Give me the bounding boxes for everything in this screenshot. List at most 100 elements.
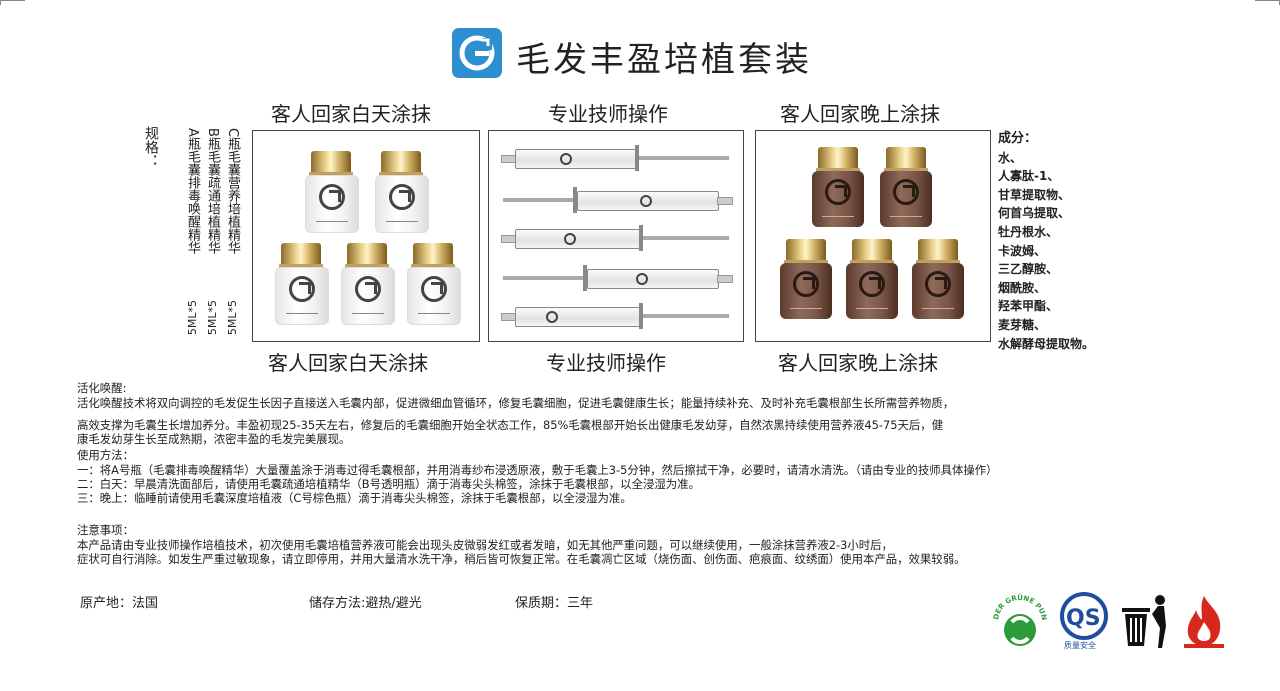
ingredient-item: 何首乌提取、	[998, 206, 1071, 221]
trash-disposal-icon	[1116, 592, 1172, 650]
gold-cap	[784, 239, 828, 265]
syringe	[501, 225, 729, 251]
bottle-body	[275, 267, 329, 325]
brand-emblem-icon	[289, 276, 315, 302]
ingredients-title: 成分：	[998, 131, 1038, 146]
gold-cap	[816, 147, 860, 173]
net-content-line	[286, 313, 318, 318]
brown-bottle	[880, 147, 932, 227]
ingredient-item: 水、	[998, 150, 1023, 165]
bottle-body	[375, 175, 429, 233]
ingredient-item: 甘草提取物、	[998, 187, 1071, 202]
usage-step: 一：将A号瓶（毛囊排毒唤醒精华）大量覆盖涂于消毒过得毛囊根部，并用消毒纱布浸透原…	[77, 463, 998, 477]
spec-bottle-a: A瓶毛囊排毒唤醒精华	[185, 128, 200, 254]
usage-step: 三：晚上：临睡前请使用毛囊深度培植液（C号棕色瓶）滴于消毒尖头棉签，涂抹于毛囊根…	[77, 491, 632, 505]
green-dot-recycle-icon: DER GRÜNE PUNKT	[989, 586, 1048, 650]
bottle-body	[812, 171, 864, 227]
corner-mark-left	[0, 0, 25, 5]
corner-mark-right	[1255, 0, 1280, 5]
bottle-body	[341, 267, 395, 325]
white-bottle	[375, 151, 429, 233]
qs-label: 质量安全	[1064, 640, 1096, 650]
net-content-line	[922, 308, 954, 313]
brown-bottle	[846, 239, 898, 319]
page-title: 毛发丰盈培植套装	[516, 40, 812, 80]
bottle-body	[305, 175, 359, 233]
activation-line: 康毛发幼芽生长至成熟期，浓密丰盈的毛发完美展现。	[77, 432, 351, 446]
ingredient-item: 三乙醇胺、	[998, 262, 1059, 277]
night-bottles-panel	[755, 130, 991, 342]
activation-line: 活化唤醒技术将双向调控的毛发促生长因子直接送入毛囊内部，促进微细血管循环，修复毛…	[77, 396, 955, 410]
spec-size-c: 5ML*5	[226, 300, 239, 336]
white-bottle	[305, 151, 359, 233]
flammable-warning-icon	[1176, 592, 1232, 650]
right-panel-caption-top: 客人回家晚上涂抹	[780, 102, 940, 126]
brand-emblem-icon	[560, 153, 572, 165]
day-bottles-panel	[252, 130, 480, 342]
brand-emblem-icon	[355, 276, 381, 302]
brown-bottle	[812, 147, 864, 227]
brand-emblem-icon	[925, 271, 951, 297]
gold-cap	[411, 243, 455, 269]
ingredients-list: 成分： 水、 人寡肽-1、 甘草提取物、 何首乌提取、 牡丹根水、 卡波姆、 三…	[998, 130, 1094, 353]
net-content-line	[352, 313, 384, 318]
bottle-body	[846, 263, 898, 319]
brand-emblem-icon	[636, 273, 648, 285]
ingredient-item: 卡波姆、	[998, 243, 1047, 258]
white-bottle	[275, 243, 329, 325]
white-bottle	[407, 243, 461, 325]
net-content-line	[418, 313, 450, 318]
left-panel-caption-top: 客人回家白天涂抹	[271, 102, 431, 126]
spec-size-a: 5ML*5	[186, 300, 199, 336]
ingredient-item: 牡丹根水、	[998, 224, 1059, 239]
brand-emblem-icon	[546, 311, 558, 323]
notice-title: 注意事项：	[77, 523, 134, 537]
white-bottle	[341, 243, 395, 325]
net-content-line	[316, 221, 348, 226]
activation-line: 高效支撑为毛囊生长增加养分。丰盈初现25-35天左右，修复后的毛囊细胞开始全状态…	[77, 418, 944, 432]
brand-emblem-icon	[319, 184, 345, 210]
brand-emblem-icon	[564, 233, 576, 245]
left-panel-caption-bottom: 客人回家白天涂抹	[268, 351, 428, 375]
brand-logo-icon	[452, 28, 502, 78]
right-panel-caption-bottom: 客人回家晚上涂抹	[778, 351, 938, 375]
brand-emblem-icon	[893, 179, 919, 205]
gold-cap	[279, 243, 323, 269]
spec-bottle-b: B瓶毛囊疏通培植精华	[205, 128, 220, 254]
bottle-body	[780, 263, 832, 319]
notice-line: 本产品请由专业技师操作培植技术，初次使用毛囊培植营养液可能会出现头皮微弱发红或者…	[77, 538, 893, 552]
net-content-line	[822, 216, 854, 221]
middle-panel-caption-top: 专业技师操作	[548, 102, 668, 126]
svg-text:QS: QS	[1066, 606, 1101, 631]
syringe	[503, 265, 733, 291]
middle-panel-caption-bottom: 专业技师操作	[546, 351, 666, 375]
gold-cap	[916, 239, 960, 265]
syringe	[503, 187, 733, 213]
storage-text: 储存方法:避热/避光	[309, 596, 422, 611]
spec-size-b: 5ML*5	[206, 300, 219, 336]
brand-emblem-icon	[389, 184, 415, 210]
brand-emblem-icon	[825, 179, 851, 205]
brand-emblem-icon	[793, 271, 819, 297]
usage-step: 二：白天：早晨清洗面部后，请使用毛囊疏通培植精华（B号透明瓶）滴于消毒尖头棉签，…	[77, 477, 700, 491]
shelf-life-text: 保质期：三年	[515, 596, 594, 611]
gold-cap	[309, 151, 353, 177]
bottle-body	[407, 267, 461, 325]
origin-text: 原产地：法国	[80, 596, 159, 611]
net-content-line	[386, 221, 418, 226]
net-content-line	[890, 216, 922, 221]
activation-title: 活化唤醒:	[77, 381, 127, 395]
ingredient-item: 水解酵母提取物。	[998, 336, 1095, 351]
brand-emblem-icon	[859, 271, 885, 297]
spec-label: 规格：	[143, 126, 159, 168]
ingredient-item: 羟苯甲酯、	[998, 299, 1059, 314]
syringe	[501, 145, 729, 171]
spec-bottle-c: C瓶毛囊营养培植精华	[225, 128, 240, 255]
gold-cap	[379, 151, 423, 177]
brand-emblem-icon	[640, 195, 652, 207]
brown-bottle	[780, 239, 832, 319]
net-content-line	[790, 308, 822, 313]
bottle-body	[912, 263, 964, 319]
ingredient-item: 烟酰胺、	[998, 280, 1047, 295]
gold-cap	[884, 147, 928, 173]
